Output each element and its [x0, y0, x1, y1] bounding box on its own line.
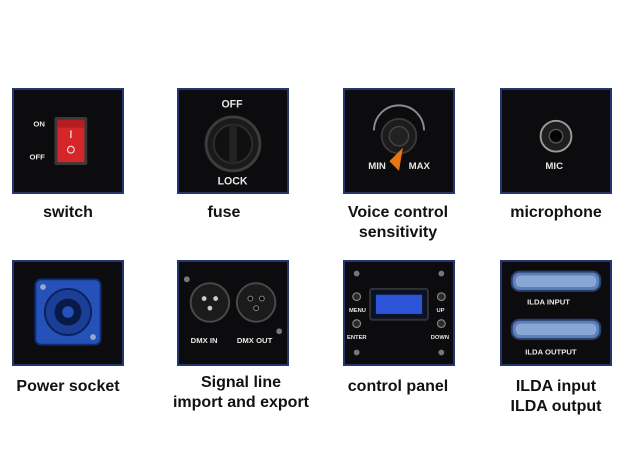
- ilda-output-label: ILDA OUTPUT: [525, 347, 577, 356]
- switch-on-label: ON: [33, 120, 45, 129]
- voice-min-label: MIN: [368, 161, 386, 172]
- voice-max-label: MAX: [409, 161, 431, 172]
- dmx-in-icon: [189, 282, 231, 323]
- dmx-out-icon: [235, 282, 277, 323]
- ilda-panel: ILDA INPUT ILDA OUTPUT: [500, 260, 612, 366]
- mic-panel: MIC: [500, 88, 612, 194]
- fuse-caption: fuse: [207, 204, 241, 221]
- fuse-panel: OFF LOCK: [177, 88, 289, 194]
- signal-panel: DMX IN DMX OUT: [177, 260, 289, 366]
- up-label: UP: [437, 308, 445, 314]
- fuse-off-label: OFF: [221, 98, 243, 110]
- control-panel: MENU ENTER UP DOWN: [343, 260, 455, 366]
- ilda-input-label: ILDA INPUT: [527, 297, 570, 306]
- dmx-out-label: DMX OUT: [237, 336, 273, 345]
- menu-button: [352, 292, 362, 302]
- up-button: [436, 292, 446, 302]
- switch-off-label: OFF: [30, 152, 46, 161]
- switch-panel: ON OFF: [12, 88, 124, 194]
- switch-caption: switch: [43, 204, 93, 221]
- enter-label: ENTER: [347, 335, 367, 341]
- power-panel: [12, 260, 124, 366]
- menu-label: MENU: [349, 308, 366, 314]
- microphone-caption: microphone: [510, 204, 602, 221]
- down-label: DOWN: [431, 335, 449, 341]
- enter-button: [352, 319, 362, 329]
- dmx-in-label: DMX IN: [191, 336, 218, 345]
- mic-label: MIC: [545, 161, 563, 172]
- power-caption: Power socket: [16, 378, 120, 395]
- control-caption: control panel: [347, 378, 449, 395]
- voice-panel: MIN MAX: [343, 88, 455, 194]
- down-button: [436, 319, 446, 329]
- fuse-lock-label: LOCK: [218, 175, 248, 187]
